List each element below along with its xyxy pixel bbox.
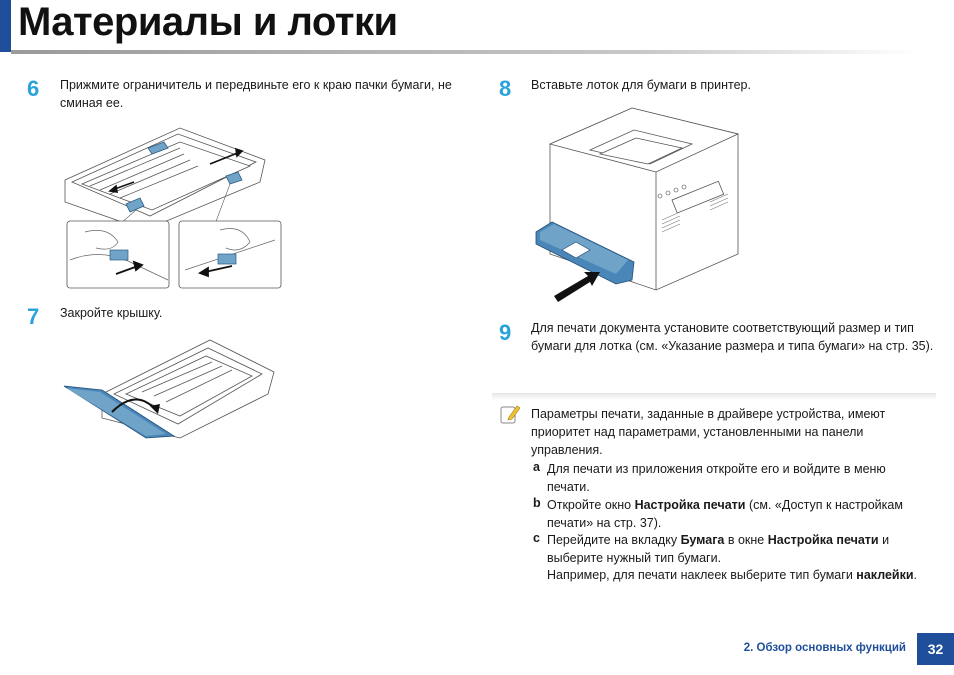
note-item-c-bold1: Бумага: [680, 533, 725, 547]
note-item-c-text: Перейдите на вкладку Бумага в окне Настр…: [547, 531, 927, 567]
step-9-text: Для печати документа установите соответс…: [531, 321, 934, 353]
note-top-shade: [492, 393, 936, 400]
tray-guide-illustration: [64, 127, 282, 289]
page-number-badge: 32: [917, 633, 954, 665]
note-item-c-post: и выберите нужный тип бумаги.: [547, 533, 890, 565]
printer-insert-tray-illustration: [535, 107, 740, 302]
step-8-number: 8: [499, 76, 512, 101]
note-example-text: Например, для печати наклеек выберите ти…: [547, 566, 936, 584]
note-item-a-letter: a: [533, 460, 540, 474]
note-item-c-mid: в окне: [724, 533, 768, 547]
step-7-number: 7: [27, 304, 40, 329]
step-6-number: 6: [27, 76, 40, 101]
tray-cover-illustration: [63, 339, 275, 439]
step-7-text: Закройте крышку.: [60, 306, 163, 320]
note-example-post: .: [913, 568, 918, 582]
note-pencil-icon: [500, 405, 520, 424]
header-accent-bar: [0, 0, 11, 52]
page-title: Материалы и лотки: [18, 0, 398, 44]
note-item-c-letter: c: [533, 531, 540, 545]
footer-section-link[interactable]: 2. Обзор основных функций: [743, 642, 906, 654]
note-item-a-text: Для печати из приложения откройте его и …: [547, 462, 886, 494]
note-item-c-bold2: Настройка печати: [767, 533, 879, 547]
note-item-b-post: (см. «Доступ к настройкам печати» на стр…: [547, 498, 903, 530]
note-item-b-pre: Откройте окно: [547, 498, 635, 512]
step-6-text: Прижмите ограничитель и передвиньте его …: [60, 78, 452, 110]
title-divider: [11, 50, 916, 54]
note-box: Параметры печати, заданные в драйвере ус…: [492, 393, 936, 593]
step-9-number: 9: [499, 320, 512, 345]
note-item-b-bold: Настройка печати: [634, 498, 746, 512]
step-8-text: Вставьте лоток для бумаги в принтер.: [531, 78, 751, 92]
note-item-b-letter: b: [533, 496, 541, 510]
note-example-bold: наклейки: [856, 568, 914, 582]
note-example-pre: Например, для печати наклеек выберите ти…: [547, 568, 857, 582]
note-item-c-pre: Перейдите на вкладку: [547, 533, 681, 547]
note-item-b-text: Откройте окно Настройка печати (см. «Дос…: [547, 496, 927, 532]
note-intro: Параметры печати, заданные в драйвере ус…: [531, 407, 886, 457]
